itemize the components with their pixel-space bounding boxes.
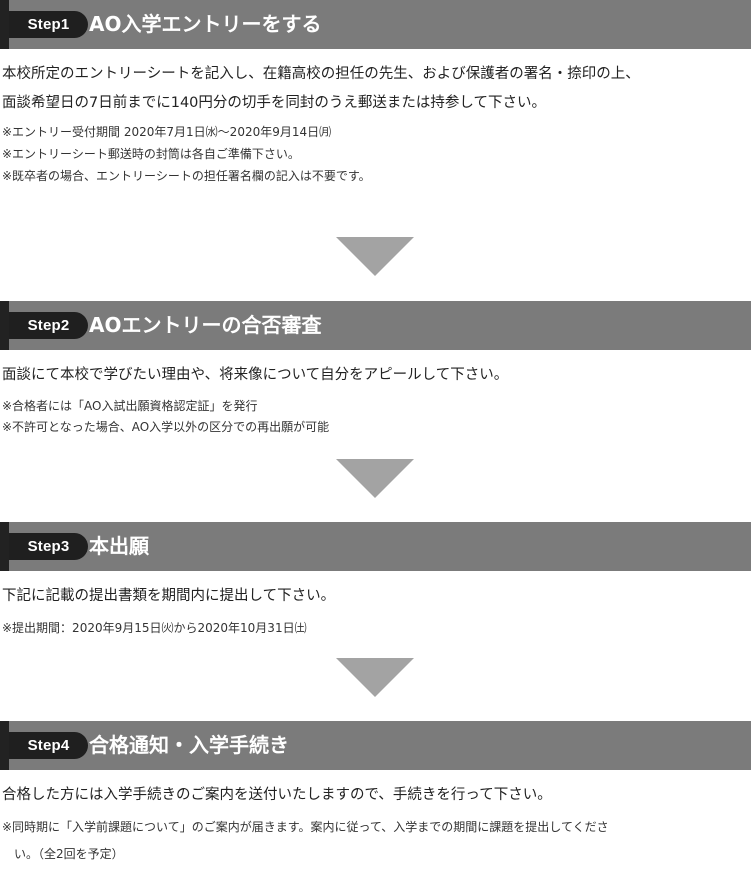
step-4-badge: Step4 bbox=[9, 732, 88, 759]
step-4-note-1: ※同時期に「入学前課題について」のご案内が届きます。案内に従って、入学までの期間… bbox=[2, 820, 609, 834]
down-arrow-icon bbox=[336, 459, 414, 498]
step-1-note-2: ※エントリーシート郵送時の封筒は各自ご準備下さい。 bbox=[2, 147, 300, 161]
step-2-note-2: ※不許可となった場合、AO入学以外の区分での再出願が可能 bbox=[2, 420, 330, 434]
step-2-header-bar: Step2 AOエントリーの合否審査 bbox=[0, 301, 751, 350]
step-2-badge: Step2 bbox=[9, 312, 88, 339]
step-1-header-bar: Step1 AO入学エントリーをする bbox=[0, 0, 751, 49]
step-1-body-line-2: 面談希望日の7日前までに140円分の切手を同封のうえ郵送または持参して下さい。 bbox=[2, 95, 546, 111]
step-2-note-1: ※合格者には「AO入試出願資格認定証」を発行 bbox=[2, 399, 258, 413]
step-1-badge: Step1 bbox=[9, 11, 88, 38]
step-3-badge: Step3 bbox=[9, 533, 88, 560]
step-4-title: 合格通知・入学手続き bbox=[89, 733, 289, 757]
step-3-note-1: ※提出期間：2020年9月15日㈫から2020年10月31日㈯ bbox=[2, 621, 307, 635]
step-1-note-1: ※エントリー受付期間 2020年7月1日㈬〜2020年9月14日㈪ bbox=[2, 125, 332, 139]
step-3-title: 本出願 bbox=[89, 534, 149, 558]
step-2-title: AOエントリーの合否審査 bbox=[89, 313, 322, 337]
down-arrow-icon bbox=[336, 658, 414, 697]
step-4-note-2: い。（全2回を予定） bbox=[2, 847, 124, 861]
step-2-body-line-1: 面談にて本校で学びたい理由や、将来像について自分をアピールして下さい。 bbox=[2, 367, 509, 383]
step-1-body-line-1: 本校所定のエントリーシートを記入し、在籍高校の担任の先生、および保護者の署名・捺… bbox=[2, 66, 640, 82]
step-1-note-3: ※既卒者の場合、エントリーシートの担任署名欄の記入は不要です。 bbox=[2, 169, 371, 183]
step-3-body-line-1: 下記に記載の提出書類を期間内に提出して下さい。 bbox=[2, 588, 336, 604]
step-1-title: AO入学エントリーをする bbox=[89, 12, 322, 36]
step-3-header-bar: Step3 本出願 bbox=[0, 522, 751, 571]
step-4-header-bar: Step4 合格通知・入学手続き bbox=[0, 721, 751, 770]
step-4-body-line-1: 合格した方には入学手続きのご案内を送付いたしますので、手続きを行って下さい。 bbox=[2, 787, 552, 803]
down-arrow-icon bbox=[336, 237, 414, 276]
